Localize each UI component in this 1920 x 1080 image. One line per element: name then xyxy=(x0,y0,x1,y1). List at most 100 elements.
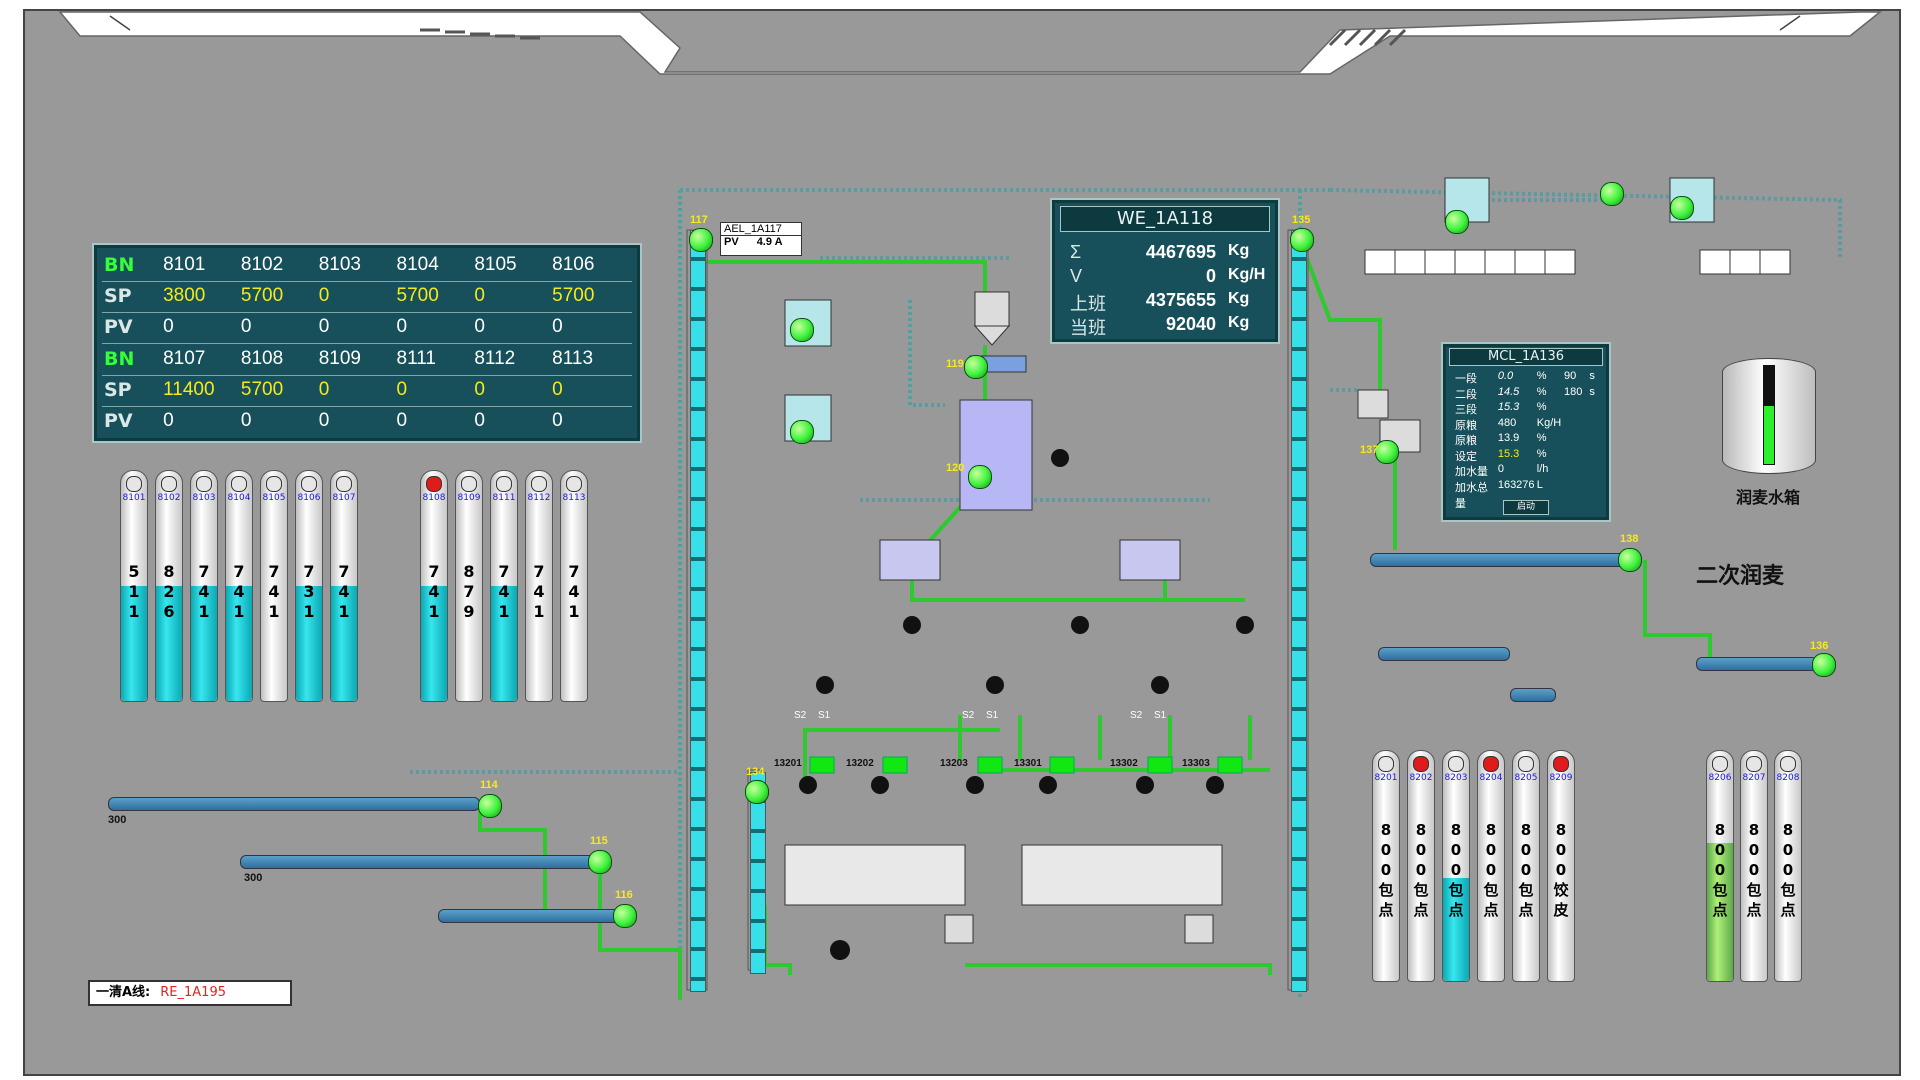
conveyor-138[interactable] xyxy=(1370,553,1632,567)
process-value: 0 xyxy=(552,316,563,337)
running-indicator[interactable] xyxy=(1670,196,1694,220)
process-value: 0 xyxy=(396,316,408,337)
bin-number: 8108 xyxy=(240,348,284,369)
mcl-value: 13.9 xyxy=(1497,432,1520,444)
setpoint-value: 0 xyxy=(552,379,563,400)
running-indicator[interactable] xyxy=(1618,548,1642,572)
silo-label-char: 7 xyxy=(338,562,350,581)
running-indicator[interactable] xyxy=(588,850,612,874)
mcl-value: s xyxy=(1589,385,1595,398)
silo-status-icon xyxy=(301,476,317,492)
bin-label: 13302 xyxy=(1110,758,1138,769)
damping-water-tank[interactable] xyxy=(1722,358,1816,474)
conveyor-136[interactable] xyxy=(1696,657,1818,671)
equipment-number: 136 xyxy=(1810,640,1829,652)
conveyor-115[interactable] xyxy=(240,855,602,869)
silo-label-char: 8 xyxy=(1748,821,1760,839)
silo-status-icon xyxy=(336,476,352,492)
silo-label-char: 7 xyxy=(568,562,580,581)
running-indicator[interactable] xyxy=(1812,653,1836,677)
running-indicator[interactable] xyxy=(613,904,637,928)
running-indicator[interactable] xyxy=(478,794,502,818)
running-indicator[interactable] xyxy=(1600,182,1624,206)
silo-label-char: 8 xyxy=(1450,821,1462,839)
mcl-label: 加水总量 xyxy=(1455,481,1488,510)
running-indicator[interactable] xyxy=(745,780,769,804)
valve-label: S2 xyxy=(794,710,807,721)
elevator-117[interactable] xyxy=(690,230,706,992)
conveyor-116[interactable] xyxy=(438,909,628,923)
silo-label-char: 包 xyxy=(1448,881,1464,899)
silo-level xyxy=(191,586,217,701)
silo-label-char: 8 xyxy=(163,562,175,581)
conveyor-140[interactable] xyxy=(1510,688,1556,702)
equipment-number: 135 xyxy=(1292,214,1311,226)
mcl-title: MCL_1A136 xyxy=(1449,348,1603,366)
silo-tag: 8103 xyxy=(192,493,216,503)
running-indicator[interactable] xyxy=(1445,210,1469,234)
bin-number: 8112 xyxy=(474,348,516,369)
equipment-number: 137 xyxy=(1360,444,1379,456)
mcl-value xyxy=(1589,432,1601,446)
running-indicator[interactable] xyxy=(1375,440,1399,464)
silo-status-icon xyxy=(196,476,212,492)
silo-label-char: 0 xyxy=(1714,841,1726,859)
process-value: 0 xyxy=(318,316,330,337)
setpoint-value: 3800 xyxy=(163,285,206,306)
silo-label-char: 2 xyxy=(163,582,175,601)
running-indicator[interactable] xyxy=(689,228,713,252)
running-indicator[interactable] xyxy=(790,318,814,342)
silo-label-char: 8 xyxy=(1415,821,1427,839)
setpoint-value: 0 xyxy=(474,285,485,306)
silo-label-char: 皮 xyxy=(1553,901,1569,919)
scale-value: 0 xyxy=(1205,266,1216,286)
silo-label-char: 4 xyxy=(568,582,580,601)
silo-tag: 8207 xyxy=(1742,773,1766,783)
conveyor-139[interactable] xyxy=(1378,647,1510,661)
ammeter-pv-label: PV xyxy=(724,236,739,248)
mcl-start-button[interactable]: 启动 xyxy=(1503,500,1549,515)
conveyor-114[interactable] xyxy=(108,797,480,811)
silo-label-char: 7 xyxy=(198,562,210,581)
conveyor-length-label: 300 xyxy=(108,814,127,826)
running-indicator[interactable] xyxy=(790,420,814,444)
silo-label-char: 8 xyxy=(1380,821,1392,839)
silo-status-icon xyxy=(496,476,512,492)
bin-number: 8109 xyxy=(318,348,361,369)
line-tag-box[interactable]: 一清A线:RE_1A195 xyxy=(88,980,292,1006)
equipment-number: 138 xyxy=(1620,533,1639,545)
running-indicator[interactable] xyxy=(1290,228,1314,252)
bin-label: 13203 xyxy=(940,758,968,769)
elevator-134[interactable] xyxy=(750,772,766,974)
silo-label-char: 9 xyxy=(463,602,475,621)
elevator-135[interactable] xyxy=(1291,230,1307,992)
running-indicator[interactable] xyxy=(968,465,992,489)
mcl-value: Kg/H xyxy=(1536,416,1562,429)
mcl-value xyxy=(1564,479,1589,493)
silo-tag: 8205 xyxy=(1514,773,1538,783)
scale-panel[interactable]: WE_1A118 Σ 4467695 Kg V 0 Kg/H 上班 437565… xyxy=(1050,198,1280,344)
running-indicator[interactable] xyxy=(964,355,988,379)
